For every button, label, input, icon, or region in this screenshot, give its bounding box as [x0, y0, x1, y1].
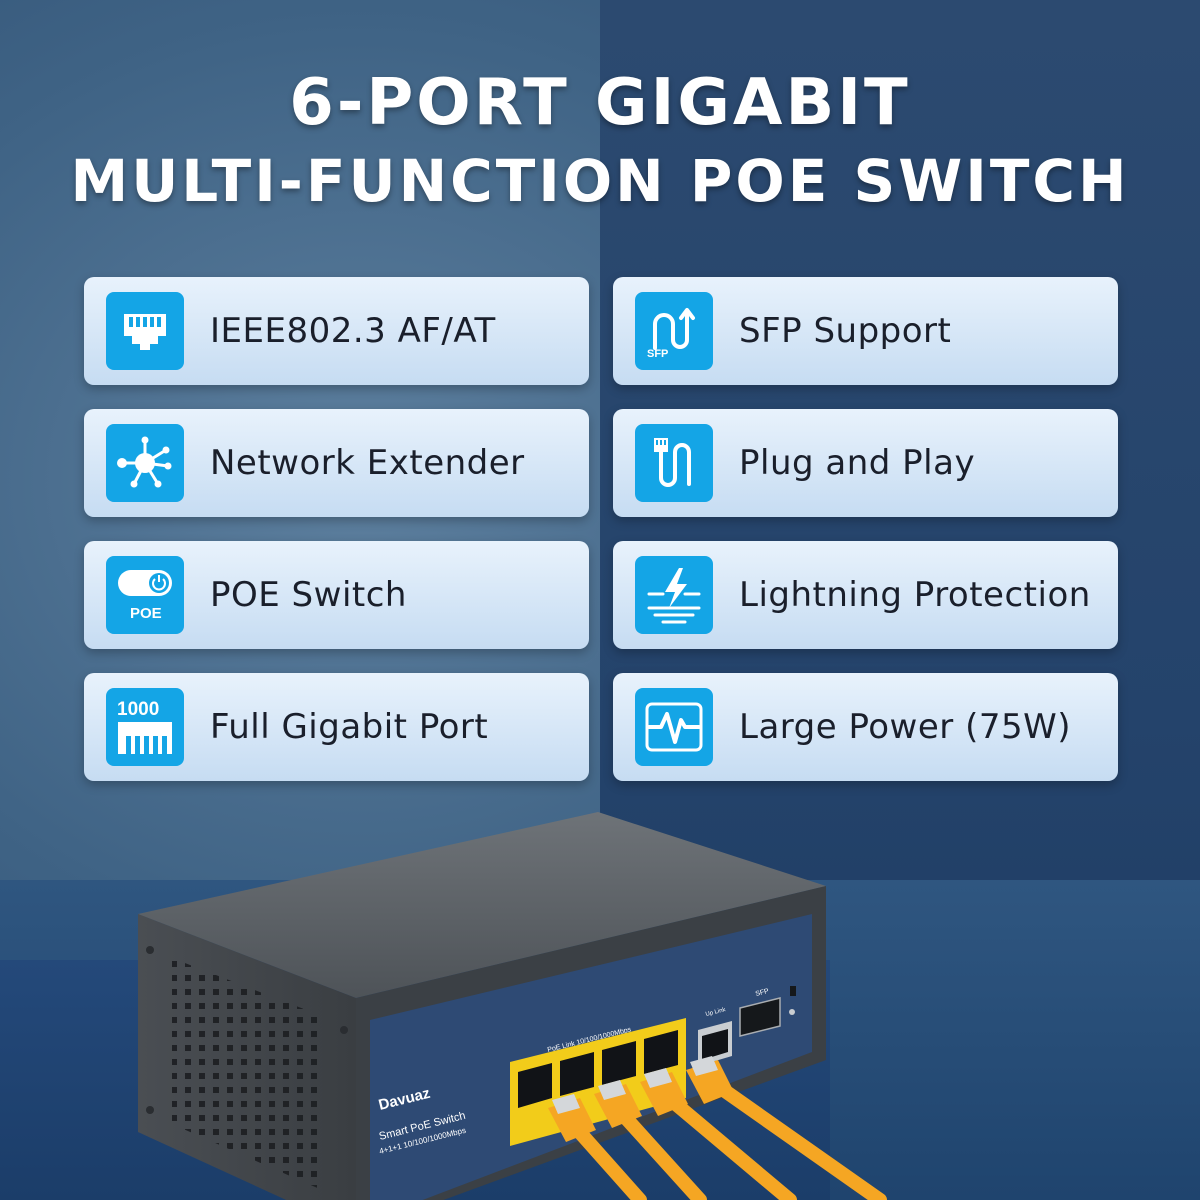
feature-card-lightning: Lightning Protection — [613, 541, 1118, 649]
feature-label: IEEE802.3 AF/AT — [210, 311, 496, 351]
sfp-icon: SFP — [635, 292, 713, 370]
feature-label: Lightning Protection — [739, 575, 1091, 615]
feature-card-ieee: IEEE802.3 AF/AT — [84, 277, 589, 385]
feature-card-gigabit: 1000 Full Gigabit Port — [84, 673, 589, 781]
svg-text:SFP: SFP — [647, 348, 668, 360]
cable-plug-icon — [635, 424, 713, 502]
gigabit-port-icon: 1000 — [106, 688, 184, 766]
svg-text:1000: 1000 — [117, 699, 159, 720]
lightning-icon — [635, 556, 713, 634]
poe-toggle-icon: POE — [106, 556, 184, 634]
feature-label: Full Gigabit Port — [210, 707, 489, 747]
feature-card-plug-and-play: Plug and Play — [613, 409, 1118, 517]
feature-label: Network Extender — [210, 443, 525, 483]
poe-ports — [518, 1030, 678, 1108]
uplink-label: Up Link — [705, 1007, 727, 1018]
feature-card-poe-switch: POE POE Switch — [84, 541, 589, 649]
feature-label: SFP Support — [739, 311, 952, 351]
feature-card-sfp: SFP SFP Support — [613, 277, 1118, 385]
sfp-label: SFP — [755, 988, 770, 998]
poe-switch-product-image: Davuaz Smart PoE Switch 4+1+1 10/100/100… — [138, 812, 887, 1200]
feature-card-large-power: Large Power (75W) — [613, 673, 1118, 781]
headline-line-2: MULTI-FUNCTION POE SWITCH — [70, 147, 1130, 215]
feature-label: Large Power (75W) — [739, 707, 1071, 747]
feature-label: Plug and Play — [739, 443, 976, 483]
svg-text:POE: POE — [130, 605, 162, 622]
feature-label: POE Switch — [210, 575, 407, 615]
ethernet-port-icon — [106, 292, 184, 370]
pulse-icon — [635, 688, 713, 766]
feature-card-network-extender: Network Extender — [84, 409, 589, 517]
headline-line-1: 6-PORT GIGABIT — [289, 66, 911, 140]
headline: 6-PORT GIGABIT MULTI-FUNCTION POE SWITCH — [0, 64, 1200, 220]
network-hub-icon — [106, 424, 184, 502]
